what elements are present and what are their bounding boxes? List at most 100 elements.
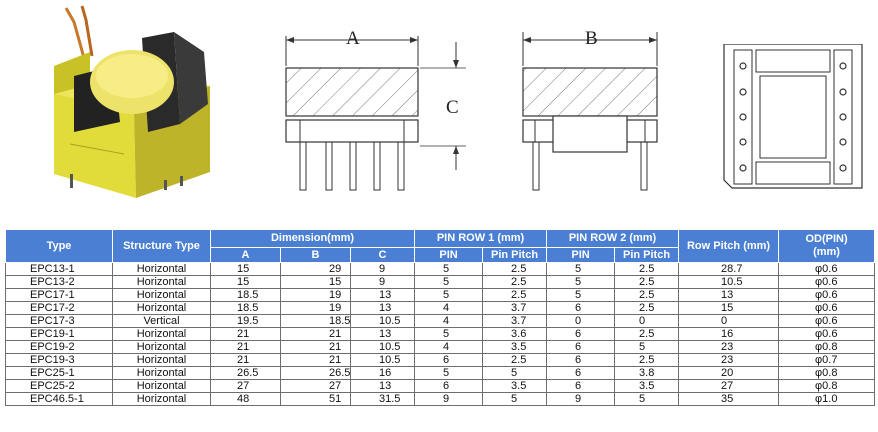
cell-pin-row-1: 5: [414, 275, 484, 289]
cell-type: EPC13-1: [5, 262, 113, 276]
cell-b: 15: [280, 275, 351, 289]
cell-pin-row-2: 5: [546, 262, 616, 276]
cell-type: EPC17-3: [5, 314, 113, 328]
cell-pin-pitch-1: 2.5: [482, 275, 548, 289]
cell-b: 21: [280, 340, 351, 354]
cell-pin-row-2: 5: [546, 275, 616, 289]
cell-pin-row-1: 5: [414, 262, 484, 276]
cell-type: EPC19-1: [5, 327, 113, 341]
transformer-photo: [54, 5, 210, 198]
header-a: A: [210, 247, 281, 263]
cell-od-pin: φ0.6: [778, 301, 876, 315]
cell-a: 21: [210, 340, 281, 354]
cell-type: EPC13-2: [5, 275, 113, 289]
cell-b: 26.5: [280, 366, 351, 380]
cell-a: 48: [210, 392, 281, 406]
cell-b: 27: [280, 379, 351, 393]
cell-pin-row-2: 6: [546, 379, 616, 393]
cell-row-pitch: 0: [678, 314, 780, 328]
cell-c: 10.5: [349, 353, 416, 367]
cell-pin-pitch-1: 5: [482, 392, 548, 406]
cell-od-pin: φ0.6: [778, 262, 876, 276]
cell-type: EPC17-1: [5, 288, 113, 302]
cell-od-pin: φ0.6: [778, 288, 876, 302]
cell-pin-pitch-1: 3.6: [482, 327, 548, 341]
cell-pin-pitch-2: 5: [614, 340, 680, 354]
bottom-view-drawing: [723, 44, 863, 189]
header-od-pin: OD(PIN)(mm): [778, 229, 876, 263]
cell-pin-row-2: 6: [546, 366, 616, 380]
dimension-b-label: B: [585, 28, 598, 49]
cell-a: 26.5: [210, 366, 281, 380]
cell-pin-pitch-2: 2.5: [614, 275, 680, 289]
cell-b: 19: [280, 288, 351, 302]
side-view-drawing: B: [522, 28, 658, 191]
cell-od-pin: φ1.0: [778, 392, 876, 406]
cell-od-pin: φ0.6: [778, 275, 876, 289]
cell-pin-pitch-2: 2.5: [614, 301, 680, 315]
header-type: Type: [5, 229, 113, 263]
cell-type: EPC19-3: [5, 353, 113, 367]
cell-structure: Horizontal: [112, 392, 211, 406]
cell-od-pin: φ0.8: [778, 379, 876, 393]
cell-pin-row-1: 5: [414, 327, 484, 341]
cell-a: 18.5: [210, 288, 281, 302]
cell-row-pitch: 20: [678, 366, 780, 380]
cell-pin-row-2: 0: [546, 314, 616, 328]
cell-row-pitch: 28.7: [678, 262, 780, 276]
cell-c: 10.5: [349, 314, 416, 328]
cell-pin-pitch-1: 2.5: [482, 262, 548, 276]
cell-pin-pitch-1: 5: [482, 366, 548, 380]
cell-row-pitch: 15: [678, 301, 780, 315]
cell-a: 27: [210, 379, 281, 393]
cell-od-pin: φ0.8: [778, 340, 876, 354]
header-dimension: Dimension(mm): [209, 229, 416, 248]
cell-pin-pitch-2: 2.5: [614, 288, 680, 302]
header-c: C: [349, 247, 416, 263]
cell-pin-row-1: 4: [414, 340, 484, 354]
cell-structure: Horizontal: [112, 379, 211, 393]
cell-pin-pitch-1: 3.7: [482, 301, 548, 315]
header-pin-row-1: PIN ROW 1 (mm): [414, 229, 548, 248]
cell-c: 13: [349, 301, 416, 315]
dimension-c-label: C: [446, 97, 459, 118]
cell-b: 29: [280, 262, 351, 276]
cell-pin-pitch-2: 2.5: [614, 262, 680, 276]
header-pin-row-2: PIN ROW 2 (mm): [546, 229, 680, 248]
header-od-unit: (mm): [813, 246, 840, 258]
cell-structure: Vertical: [112, 314, 211, 328]
header-structure-type: Structure Type: [112, 229, 211, 263]
cell-structure: Horizontal: [112, 353, 211, 367]
cell-row-pitch: 13: [678, 288, 780, 302]
header-pin-pitch-2: Pin Pitch: [614, 247, 680, 263]
cell-row-pitch: 23: [678, 353, 780, 367]
cell-od-pin: φ0.7: [778, 353, 876, 367]
cell-a: 15: [210, 275, 281, 289]
header-row-pitch: Row Pitch (mm): [678, 229, 780, 263]
cell-a: 18.5: [210, 301, 281, 315]
cell-pin-pitch-1: 3.5: [482, 379, 548, 393]
cell-structure: Horizontal: [112, 275, 211, 289]
cell-pin-row-1: 5: [414, 288, 484, 302]
cell-pin-row-2: 9: [546, 392, 616, 406]
header-pin-2: PIN: [546, 247, 616, 263]
cell-c: 16: [349, 366, 416, 380]
header-pin-pitch: Pin Pitch: [482, 247, 548, 263]
cell-row-pitch: 10.5: [678, 275, 780, 289]
cell-od-pin: φ0.8: [778, 366, 876, 380]
cell-pin-row-1: 6: [414, 353, 484, 367]
cell-pin-pitch-1: 2.5: [482, 353, 548, 367]
cell-row-pitch: 23: [678, 340, 780, 354]
header-pin: PIN: [414, 247, 484, 263]
cell-type: EPC25-2: [5, 379, 113, 393]
cell-pin-pitch-2: 3.5: [614, 379, 680, 393]
front-view-drawing: A C: [285, 28, 466, 191]
cell-pin-pitch-2: 2.5: [614, 327, 680, 341]
